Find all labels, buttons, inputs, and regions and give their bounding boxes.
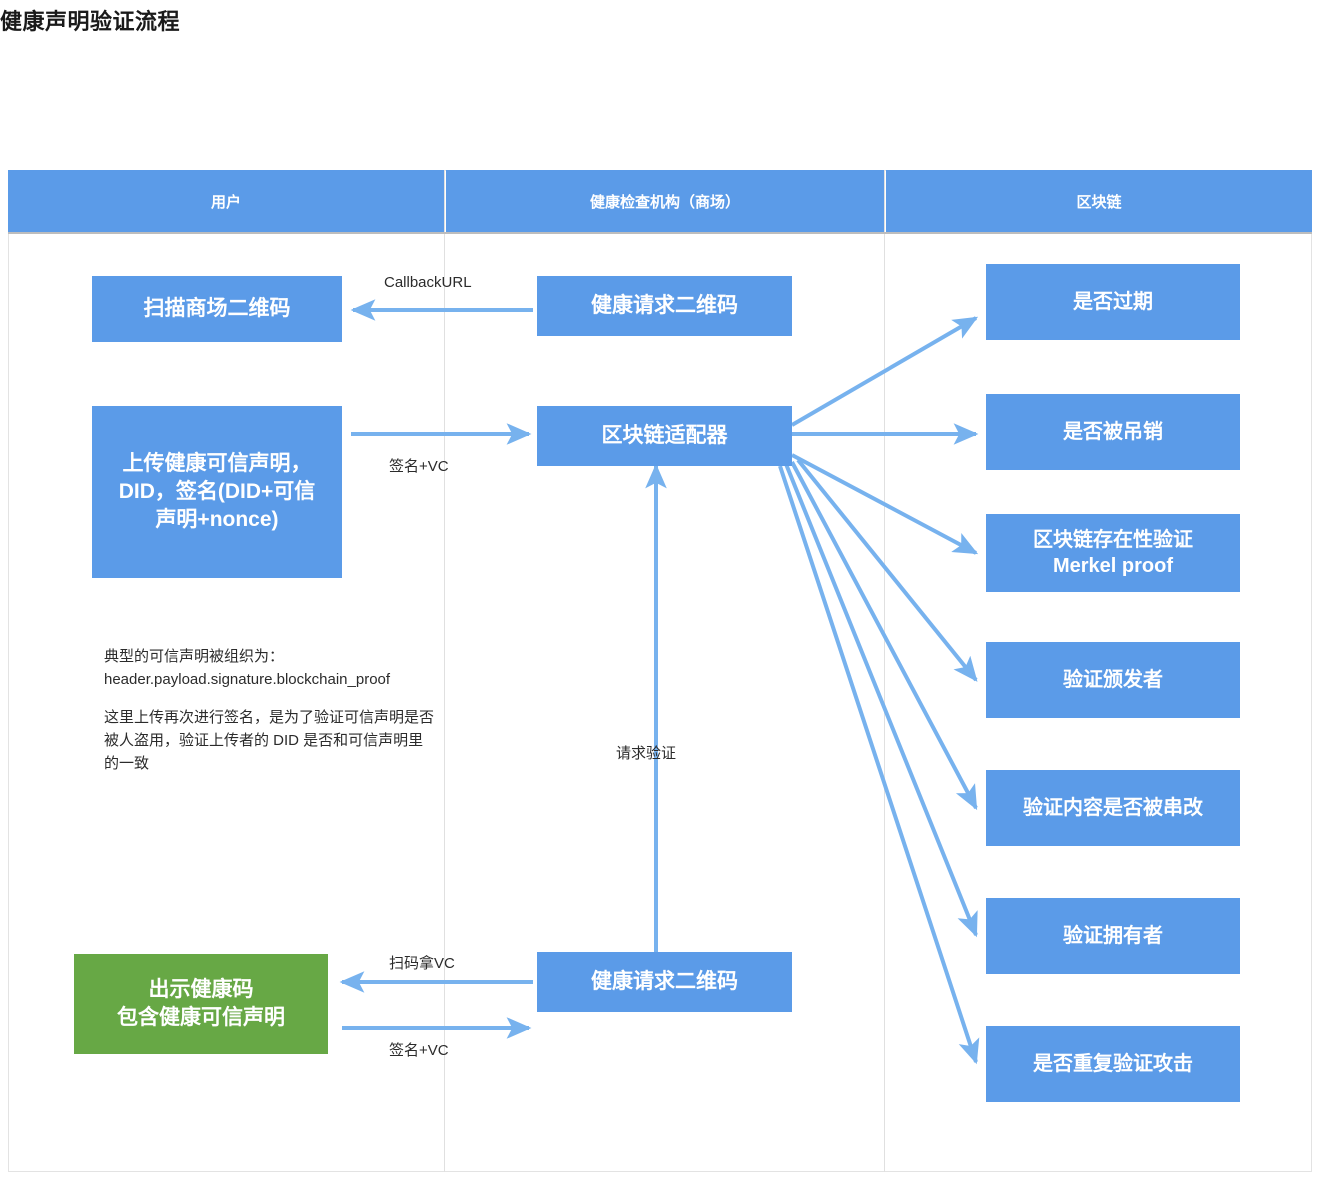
node-check-holder[interactable]: 验证拥有者 — [986, 898, 1240, 974]
lane-header-user-label: 用户 — [210, 193, 241, 211]
edge-label-scan-get-vc: 扫码拿VC — [389, 955, 455, 972]
node-check-existence-line1: 区块链存在性验证 — [1033, 528, 1193, 551]
note-line-spacer — [104, 692, 574, 706]
note-block: 典型的可信声明被组织为： header.payload.signature.bl… — [104, 645, 574, 775]
node-upload-claim[interactable]: 上传健康可信声明， DID，签名(DID+可信 声明+nonce) — [92, 406, 342, 578]
edge-label-sign-vc-lower: 签名+VC — [389, 1042, 449, 1059]
node-check-existence[interactable]: 区块链存在性验证 Merkel proof — [986, 514, 1240, 592]
note-line-2: header.payload.signature.blockchain_proo… — [104, 671, 391, 689]
lane-header-agency: 健康检查机构（商场） — [446, 170, 884, 232]
edge-label-request-verify: 请求验证 — [616, 745, 677, 762]
node-check-replay-label: 是否重复验证攻击 — [1033, 1052, 1193, 1075]
node-health-request-qr-bottom[interactable]: 健康请求二维码 — [537, 952, 792, 1012]
node-upload-claim-line3: 声明+nonce) — [155, 507, 279, 531]
note-line-5: 被人盗用，验证上传者的 DID 是否和可信声明里 — [104, 731, 424, 749]
node-check-revoked-label: 是否被吊销 — [1063, 420, 1163, 443]
node-scan-mall-qr[interactable]: 扫描商场二维码 — [92, 276, 342, 342]
lane-divider-user-agency — [444, 170, 445, 1172]
lane-header-user: 用户 — [8, 170, 444, 232]
node-show-health-code-line1: 出示健康码 — [148, 978, 254, 1002]
swimlane-diagram: 用户 健康检查机构（商场） 区块链 扫描商场二维 — [8, 170, 1312, 1172]
node-health-request-qr-bottom-label: 健康请求二维码 — [591, 970, 738, 994]
node-check-expired[interactable]: 是否过期 — [986, 264, 1240, 340]
lane-header-blockchain-label: 区块链 — [1076, 193, 1122, 211]
node-check-revoked[interactable]: 是否被吊销 — [986, 394, 1240, 470]
node-scan-mall-qr-label: 扫描商场二维码 — [143, 297, 291, 321]
node-check-expired-label: 是否过期 — [1073, 290, 1153, 313]
edge-label-sign-vc-upper: 签名+VC — [389, 458, 449, 475]
note-line-4: 这里上传再次进行签名，是为了验证可信声明是否 — [104, 708, 435, 726]
node-chain-adapter[interactable]: 区块链适配器 — [537, 406, 792, 466]
node-upload-claim-line1: 上传健康可信声明， — [122, 452, 312, 476]
lane-header-agency-label: 健康检查机构（商场） — [589, 193, 740, 211]
node-check-issuer[interactable]: 验证颁发者 — [986, 642, 1240, 718]
node-chain-adapter-label: 区块链适配器 — [601, 424, 728, 448]
node-show-health-code[interactable]: 出示健康码 包含健康可信声明 — [74, 954, 328, 1054]
edge-label-callback-url: CallbackURL — [384, 274, 472, 291]
note-line-6: 的一致 — [104, 755, 150, 772]
node-show-health-code-line2: 包含健康可信声明 — [117, 1006, 285, 1029]
lane-divider-agency-blockchain — [884, 170, 885, 1172]
node-health-request-qr-top[interactable]: 健康请求二维码 — [537, 276, 792, 336]
lane-header-underline — [8, 232, 1312, 234]
page-title: 健康声明验证流程 — [0, 9, 181, 34]
node-check-replay[interactable]: 是否重复验证攻击 — [986, 1026, 1240, 1102]
node-check-tampered-label: 验证内容是否被串改 — [1023, 796, 1203, 819]
node-check-tampered[interactable]: 验证内容是否被串改 — [986, 770, 1240, 846]
node-check-existence-line2: Merkel proof — [1052, 555, 1174, 577]
node-check-issuer-label: 验证颁发者 — [1063, 668, 1163, 691]
lane-header-blockchain: 区块链 — [886, 170, 1312, 232]
node-upload-claim-line2: DID，签名(DID+可信 — [118, 480, 316, 504]
node-health-request-qr-top-label: 健康请求二维码 — [591, 294, 738, 318]
note-line-1: 典型的可信声明被组织为： — [104, 648, 285, 665]
node-check-holder-label: 验证拥有者 — [1063, 924, 1163, 947]
